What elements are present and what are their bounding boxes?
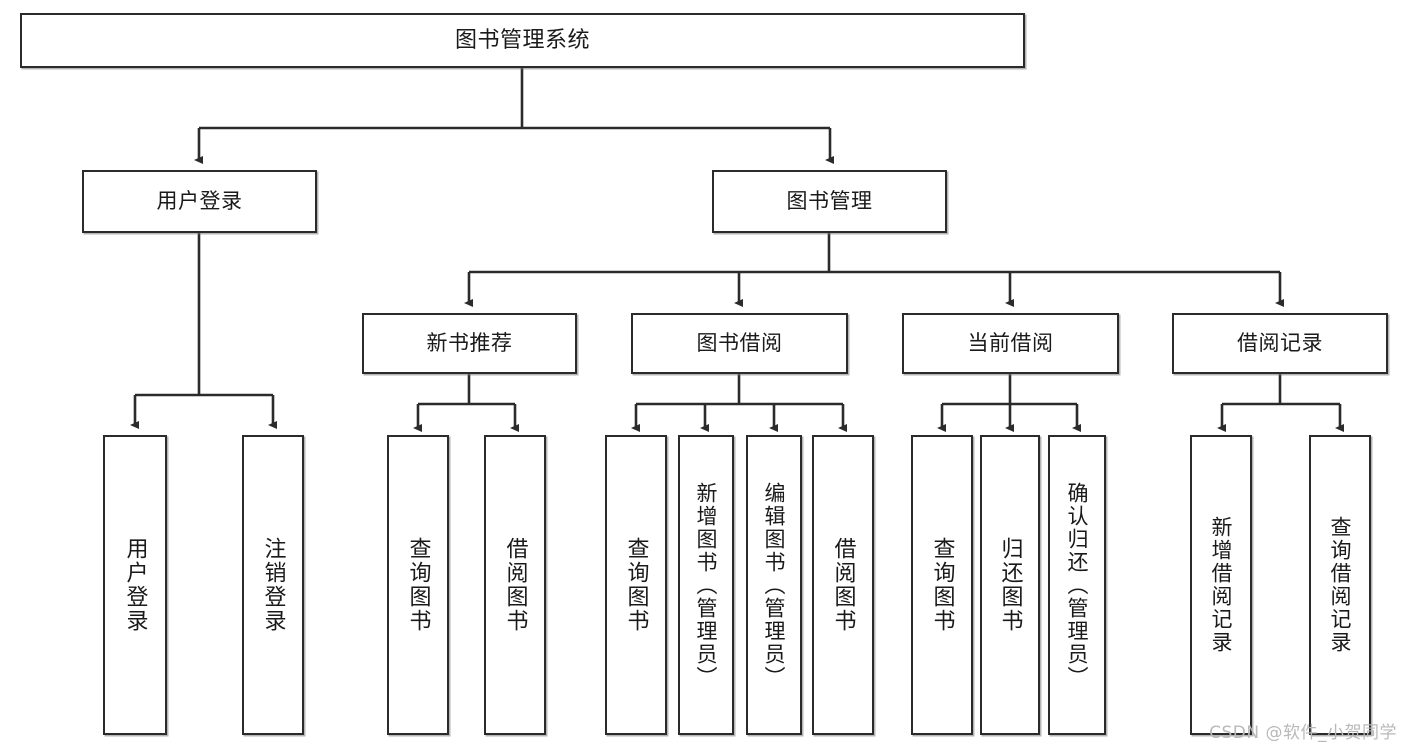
leaf-current-return-book[interactable]: 归还图书 bbox=[980, 435, 1040, 735]
node-user-login[interactable]: 用户登录 bbox=[82, 170, 317, 233]
node-label: 图书管理系统 bbox=[454, 27, 590, 53]
leaf-borrow-borrow-book[interactable]: 借阅图书 bbox=[812, 435, 874, 735]
node-root-system[interactable]: 图书管理系统 bbox=[20, 13, 1025, 68]
node-borrow-record[interactable]: 借阅记录 bbox=[1172, 313, 1388, 374]
leaf-recommend-query-book[interactable]: 查询图书 bbox=[387, 435, 449, 735]
node-label: 查询图书 bbox=[623, 537, 649, 633]
leaf-current-query-book[interactable]: 查询图书 bbox=[911, 435, 973, 735]
node-label: 借阅记录 bbox=[1237, 331, 1323, 356]
node-label: 查询借阅记录 bbox=[1328, 516, 1353, 654]
node-label: 借阅图书 bbox=[502, 537, 528, 633]
node-label: 借阅图书 bbox=[830, 537, 856, 633]
node-new-book-recommend[interactable]: 新书推荐 bbox=[362, 313, 577, 374]
node-label: 归还图书 bbox=[997, 537, 1023, 633]
node-book-management[interactable]: 图书管理 bbox=[712, 170, 947, 233]
leaf-user-login-signin[interactable]: 用户登录 bbox=[103, 435, 167, 735]
node-label: 用户登录 bbox=[156, 189, 243, 214]
leaf-current-confirm-return-admin[interactable]: 确认归还（管理员） bbox=[1048, 435, 1106, 735]
leaf-borrow-add-book-admin[interactable]: 新增图书（管理员） bbox=[678, 435, 734, 735]
node-label: 用户登录 bbox=[122, 537, 148, 633]
leaf-record-query-record[interactable]: 查询借阅记录 bbox=[1309, 435, 1371, 735]
node-label: 当前借阅 bbox=[967, 331, 1054, 356]
node-current-borrow[interactable]: 当前借阅 bbox=[902, 313, 1119, 374]
node-label: 图书借阅 bbox=[696, 331, 783, 356]
leaf-user-login-signout[interactable]: 注销登录 bbox=[242, 435, 304, 735]
node-book-borrow[interactable]: 图书借阅 bbox=[631, 313, 848, 374]
node-label: 新增图书（管理员） bbox=[694, 481, 719, 689]
leaf-recommend-borrow-book[interactable]: 借阅图书 bbox=[484, 435, 546, 735]
leaf-record-add-record[interactable]: 新增借阅记录 bbox=[1190, 435, 1252, 735]
node-label: 确认归还（管理员） bbox=[1065, 481, 1090, 689]
node-label: 注销登录 bbox=[260, 537, 286, 633]
leaf-borrow-edit-book-admin[interactable]: 编辑图书（管理员） bbox=[746, 435, 802, 735]
leaf-borrow-query-book[interactable]: 查询图书 bbox=[605, 435, 667, 735]
node-label: 编辑图书（管理员） bbox=[762, 481, 787, 689]
node-label: 新增借阅记录 bbox=[1209, 516, 1234, 654]
watermark-text: CSDN @软件_小贺同学 bbox=[1209, 723, 1397, 743]
node-label: 新书推荐 bbox=[426, 331, 513, 356]
node-label: 图书管理 bbox=[786, 189, 873, 214]
node-label: 查询图书 bbox=[929, 537, 955, 633]
node-label: 查询图书 bbox=[405, 537, 431, 633]
